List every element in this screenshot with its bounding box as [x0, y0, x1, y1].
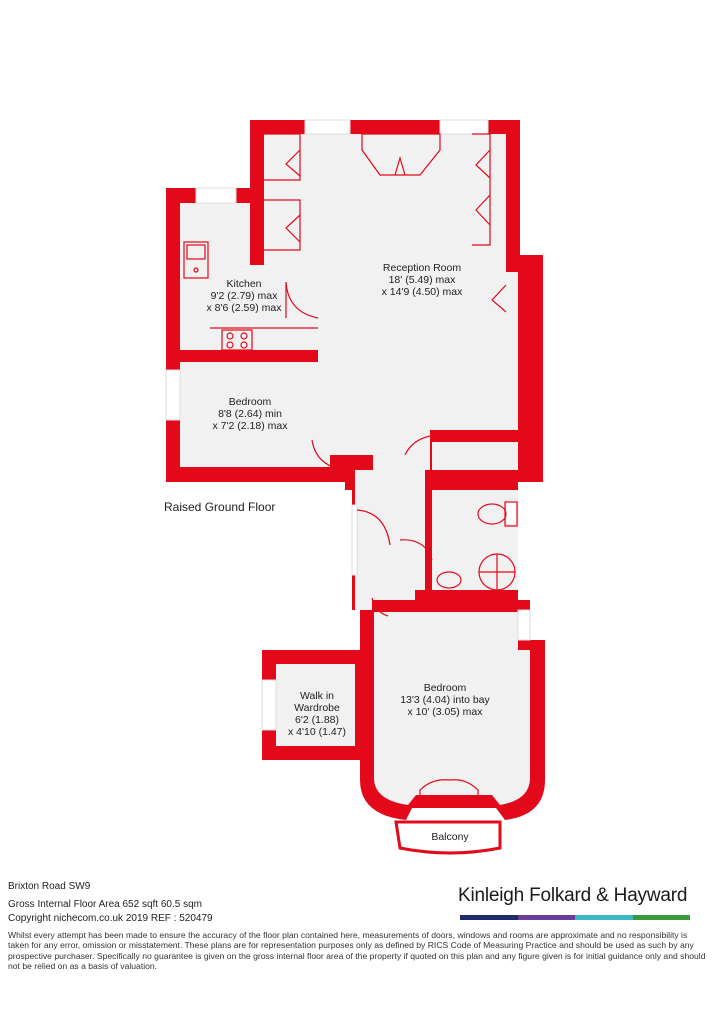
window-reception-left: [304, 119, 351, 135]
window-bathroom: [505, 499, 519, 526]
room-name: Bedroom: [228, 396, 272, 408]
disclaimer: Whilst every attempt has been made to en…: [8, 930, 706, 972]
wardrobe-floor: [276, 664, 355, 746]
brand-bar-segment: [517, 915, 575, 920]
room-dim: 8'8 (2.64) min: [218, 408, 282, 420]
room-name: Bedroom: [423, 682, 467, 694]
room-dim: 9'2 (2.79) max: [210, 290, 278, 302]
room-dim: 18' (5.49) max: [388, 274, 456, 286]
brand-bar-segment: [460, 915, 518, 920]
room-dim: x 4'10 (1.47): [287, 726, 347, 738]
bedroom2-floor: [374, 612, 530, 805]
address: Brixton Road SW9: [8, 881, 91, 892]
room-dim: x 8'6 (2.59) max: [206, 302, 282, 314]
room-label-bedroom2: Bedroom 13'3 (4.04) into bay x 10' (3.05…: [385, 682, 505, 718]
room-dim: x 10' (3.05) max: [407, 706, 483, 718]
window-wardrobe: [261, 679, 277, 731]
hallway-floor: [355, 470, 425, 610]
sink-icon: [183, 241, 209, 279]
room-label-balcony: Balcony: [420, 831, 480, 843]
hob-icon: [221, 329, 253, 351]
room-label-wardrobe: Walk in Wardrobe 6'2 (1.88) x 4'10 (1.47…: [280, 690, 354, 738]
window-kitchen: [195, 187, 237, 204]
room-name: Walk in: [299, 690, 335, 702]
brand-color-bar: [460, 915, 690, 920]
room-label-bedroom1: Bedroom 8'8 (2.64) min x 7'2 (2.18) max: [195, 396, 305, 432]
window-reception-right: [439, 119, 489, 135]
windows: [165, 119, 531, 731]
fittings: [183, 133, 518, 808]
room-label-reception: Reception Room 18' (5.49) max x 14'9 (4.…: [357, 262, 487, 298]
footer-info: Brixton Road SW9 Gross Internal Floor Ar…: [8, 880, 708, 926]
cupboard-floor: [432, 442, 518, 470]
room-dim: 13'3 (4.04) into bay: [400, 694, 490, 706]
reception-floor: [264, 134, 518, 470]
kitchen-floor: [180, 203, 318, 350]
balcony-floor: [394, 820, 502, 855]
brand-bar-segment: [575, 915, 633, 920]
room-dim: 6'2 (1.88): [294, 714, 340, 726]
brand-logo: Kinleigh Folkard & Hayward: [458, 885, 688, 906]
bedroom1-floor: [180, 362, 330, 467]
hall-opening: [351, 504, 358, 576]
basin-icon: [436, 571, 462, 589]
floors: [180, 134, 530, 855]
room-name: Wardrobe: [294, 702, 340, 714]
brand-bar-segment: [632, 915, 690, 920]
room-dim: x 7'2 (2.18) max: [212, 420, 288, 432]
window-bedroom1: [165, 369, 181, 421]
room-dim: x 14'9 (4.50) max: [381, 286, 463, 298]
room-name: Reception Room: [382, 262, 462, 274]
room-name: Balcony: [431, 831, 469, 843]
window-bedroom2-side: [517, 609, 531, 641]
floor-label: Raised Ground Floor: [164, 500, 276, 514]
floor-plan: [165, 119, 545, 855]
room-name: Kitchen: [226, 278, 262, 290]
room-label-kitchen: Kitchen 9'2 (2.79) max x 8'6 (2.59) max: [196, 278, 292, 314]
floor-area: Gross Internal Floor Area 652 sqft 60.5 …: [8, 899, 202, 910]
toilet-icon: [477, 503, 507, 525]
copyright: Copyright nichecom.co.uk 2019 REF : 5204…: [8, 913, 213, 924]
